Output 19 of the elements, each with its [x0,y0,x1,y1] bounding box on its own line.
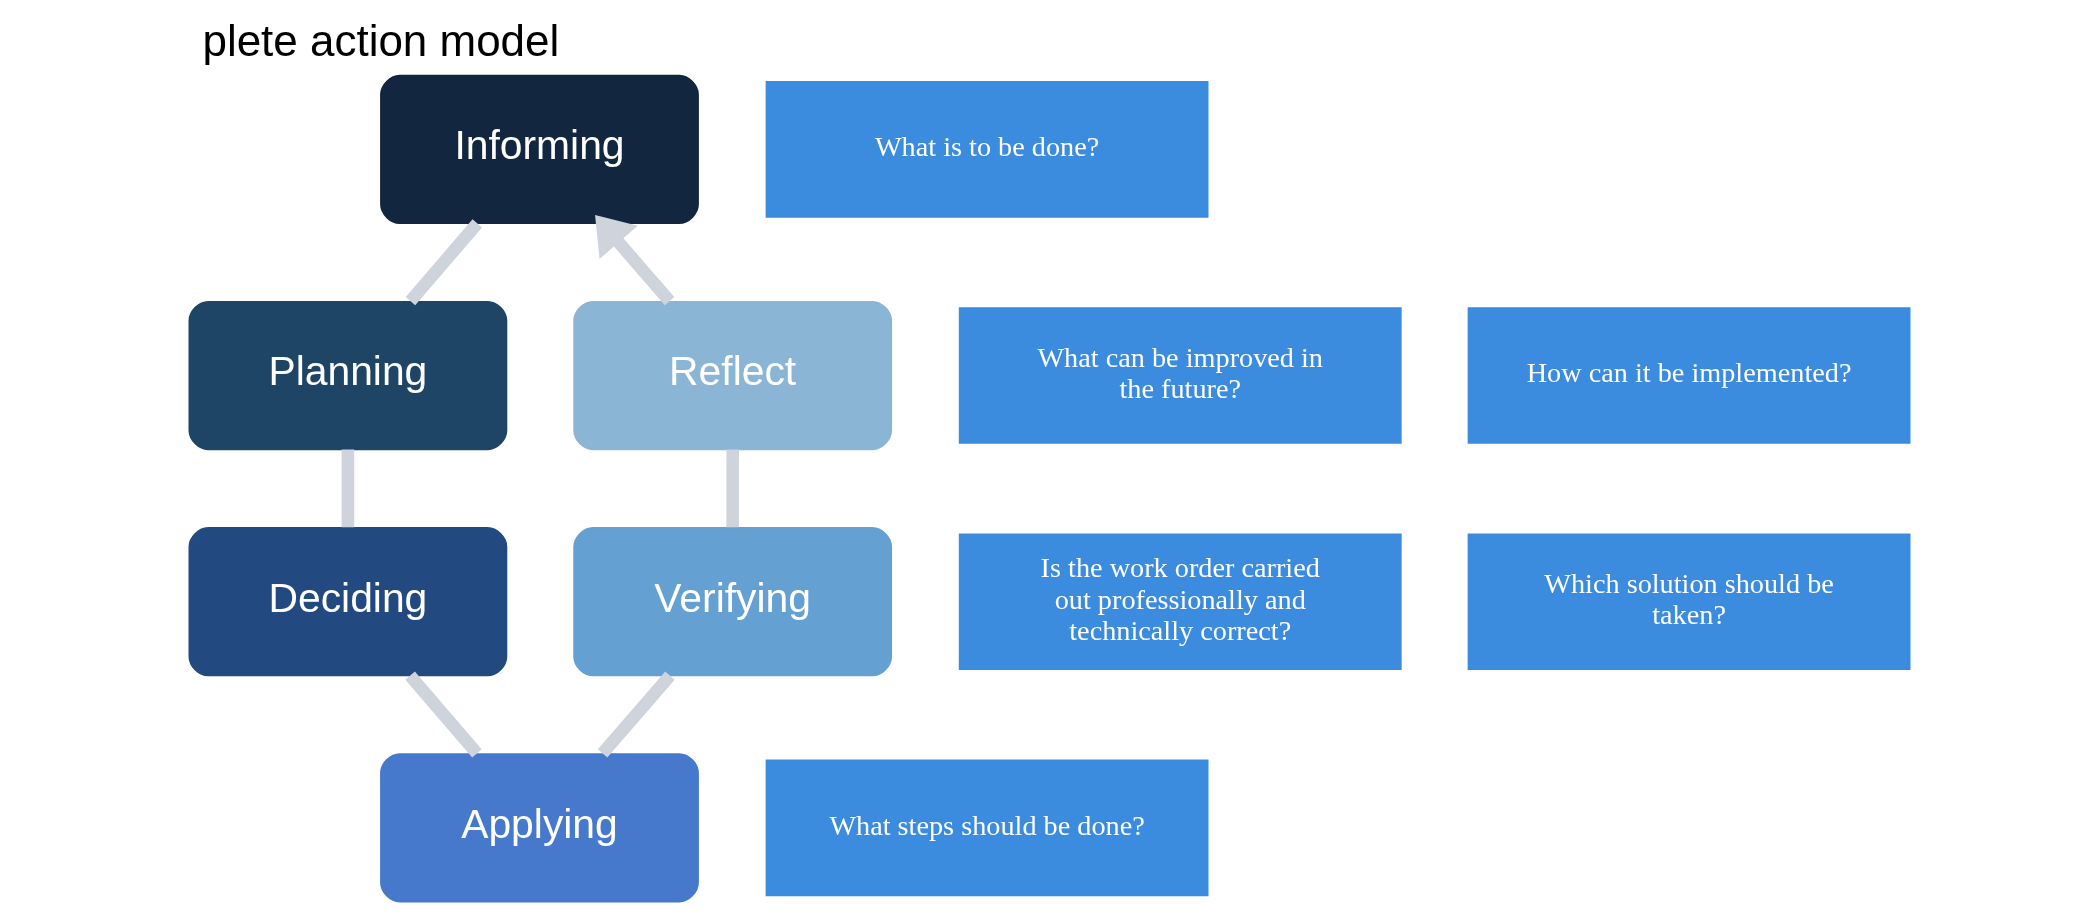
diagram-title: plete action model [202,15,560,65]
node-box: Which solution should be taken? [1467,533,1911,670]
node-box: Planning [188,300,508,451]
node-box: What can be improved in the future? [958,307,1402,444]
node-box: Reflect [573,300,893,451]
arrow [595,215,675,306]
node-box: Verifying [573,527,893,677]
node-box: What is to be done? [765,81,1209,218]
connector [597,671,675,758]
node-box: Informing [380,74,699,224]
connector [726,449,739,528]
node-box: What steps should be done? [765,759,1209,897]
connector [405,219,483,306]
connector [405,671,482,758]
node-box: Is the work order carried out professionally and technically correct? [958,533,1402,670]
node-box: Applying [380,753,699,903]
node-box: How can it be implemented? [1467,307,1911,444]
node-box: Deciding [188,527,508,677]
connector [341,449,355,528]
